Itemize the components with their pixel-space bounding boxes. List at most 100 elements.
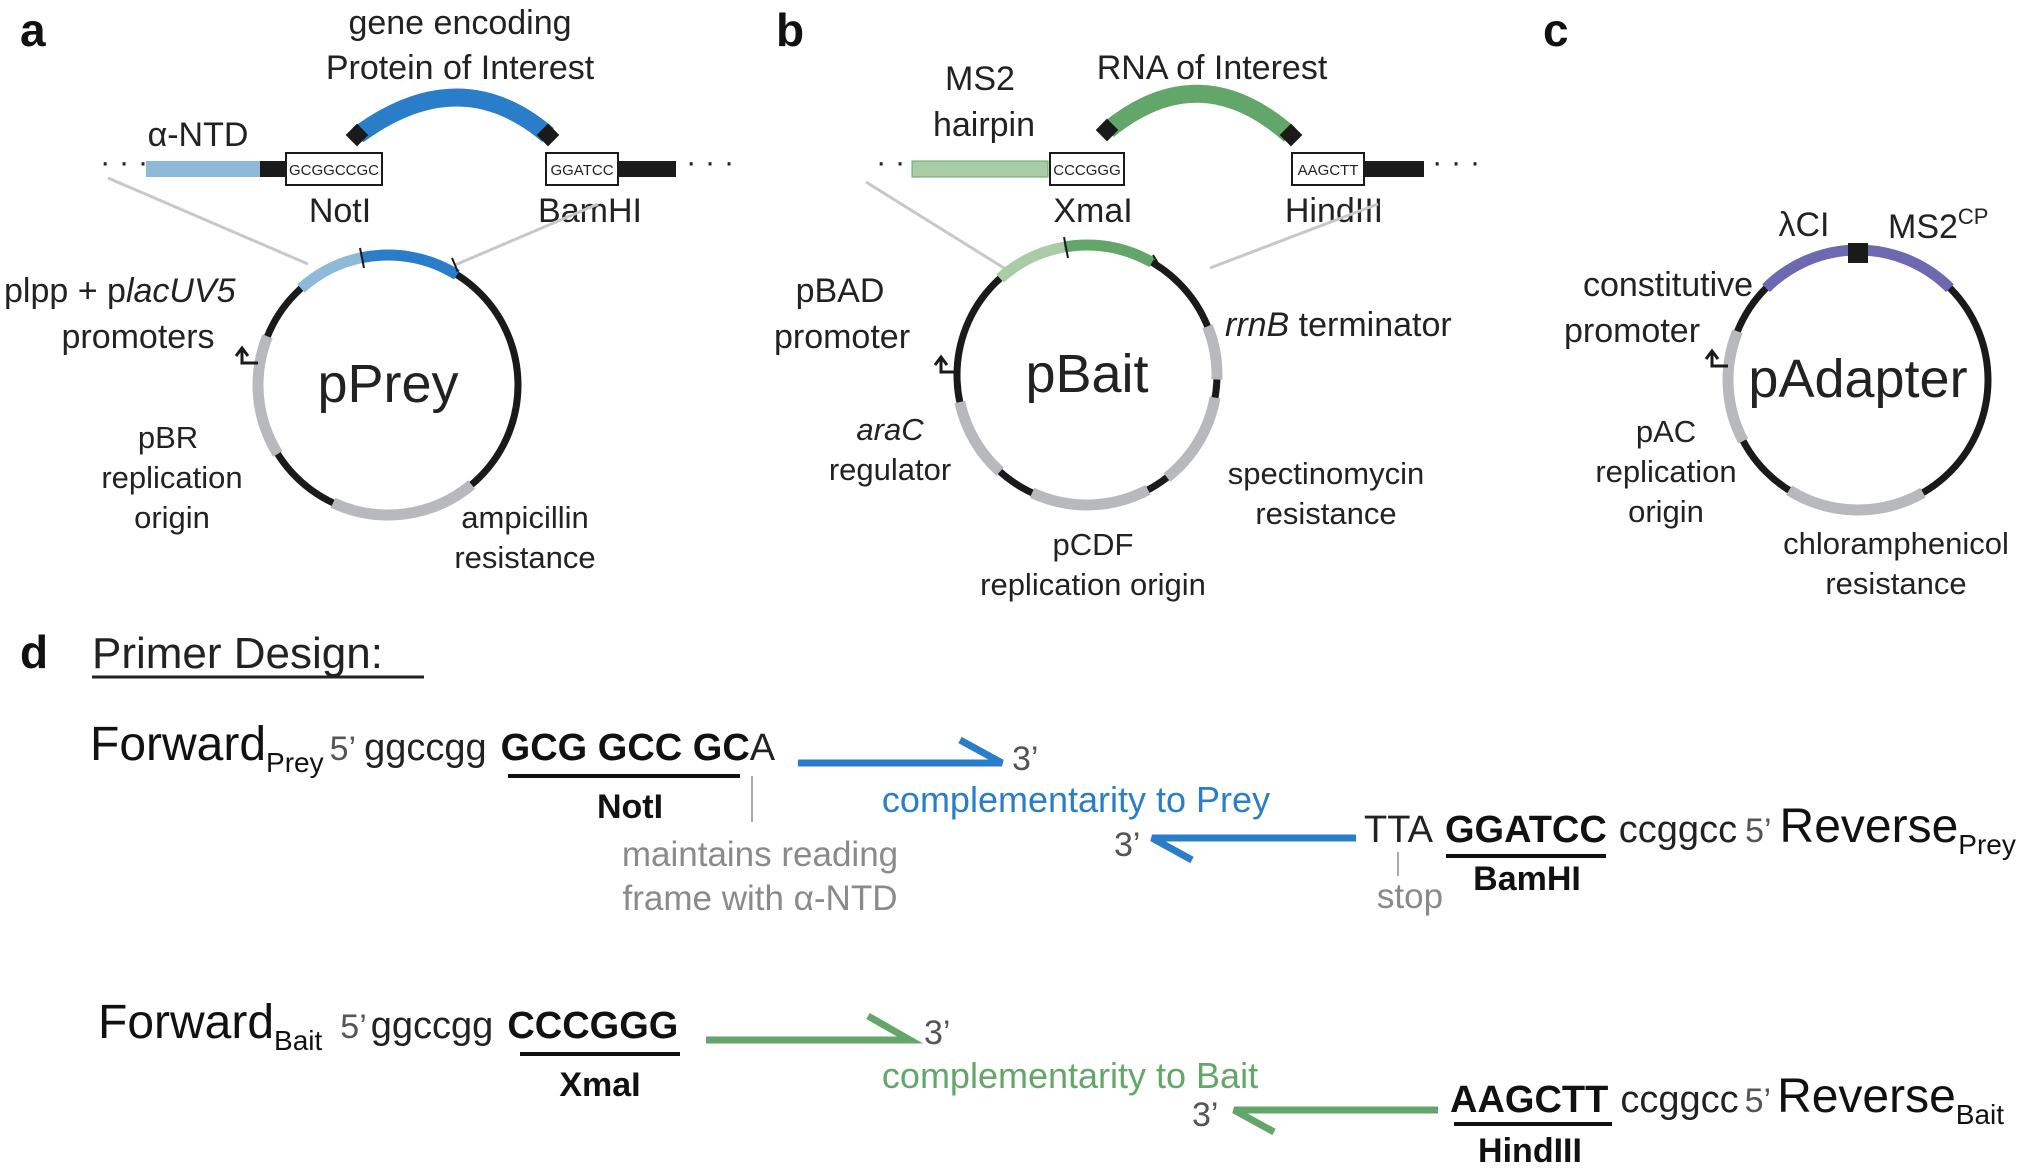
pAdapter-name: pAdapter	[1748, 349, 1967, 409]
ms2cp-sup: CP	[1958, 204, 1989, 229]
pBait-spec-line1: spectinomycin	[1228, 456, 1424, 491]
fwd-prey-name: Forward	[90, 718, 266, 771]
fwd-prey-extra: A	[750, 727, 776, 769]
fwd-prey-enzyme: NotI	[597, 788, 663, 826]
pAdapter-promoter-line1: constitutive	[1583, 266, 1753, 304]
pPrey-alpha-ntd-arc	[297, 252, 363, 293]
rev-bait-arrow	[1232, 1106, 1438, 1136]
alpha-ntd-label: α-NTD	[148, 116, 249, 154]
fwd-bait-five: 5’	[340, 1008, 366, 1046]
rev-prey-seq: ccggcc	[1619, 809, 1737, 851]
bait-rna-arc	[1102, 84, 1296, 142]
zoom-line-right-b	[1209, 202, 1379, 270]
rev-bait-site: AAGCTT	[1450, 1079, 1608, 1121]
terminator-word: terminator	[1289, 306, 1452, 344]
rev-bait-seq: ccggcc	[1620, 1079, 1738, 1121]
pBait-regulator-line2: regulator	[829, 452, 951, 487]
hindIII-seq-box	[1291, 152, 1365, 186]
notI-seq-box	[285, 152, 383, 186]
pBait-arac-arc	[954, 400, 1004, 476]
pBait-hairpin-arc	[996, 241, 1066, 283]
pAdapter-junction	[1848, 243, 1868, 263]
notI-seq-text: GCGGCCGC	[289, 162, 379, 179]
pAdapter-ms2cp-arc	[1866, 244, 1954, 293]
fwd-prey-site: GCG GCC GC	[501, 727, 750, 769]
pBait-regulator-line1: araC	[856, 412, 924, 447]
panel-a: a gene encoding Protein of Interest α-NT…	[4, 4, 734, 575]
rev-prey-enzyme: BamHI	[1473, 860, 1581, 898]
pAdapter-origin-line3: origin	[1628, 494, 1704, 529]
pAdapter-origin-arc	[1722, 329, 1749, 444]
lambda-ci-label: λCI	[1779, 206, 1830, 244]
pPrey-promoter-line2: promoters	[61, 318, 214, 356]
alpha-ntd-segment	[146, 161, 260, 177]
pBait-tick-1	[1063, 236, 1069, 259]
fwd-bait-name: Forward	[98, 996, 274, 1049]
pBait-name: pBait	[1025, 344, 1148, 404]
rev-bait-five: 5’	[1745, 1082, 1771, 1120]
primer-design-heading: Primer Design:	[92, 629, 383, 678]
pAdapter-origin-line2: replication	[1595, 454, 1736, 489]
rev-bait-enzyme: HindIII	[1478, 1132, 1582, 1170]
ms2-hairpin-segment	[911, 160, 1049, 178]
pPrey-ampicillin-arc	[330, 480, 476, 521]
bamHI-seq-text: GGATCC	[550, 162, 613, 179]
fwd-prey-sub: Prey	[266, 747, 324, 778]
pBait-spectinomycin-arc	[1163, 396, 1221, 482]
pBait-origin-arc	[1029, 484, 1151, 511]
fwd-prey-five: 5’	[330, 730, 356, 768]
vector-segment-b	[1364, 161, 1424, 177]
rna-label: RNA of Interest	[1097, 49, 1328, 87]
pBait-terminator-arc	[1202, 324, 1223, 380]
pBait-origin-line2: replication origin	[980, 567, 1206, 602]
pBait-tick-2	[1152, 254, 1163, 271]
pBait-promoter-arrow	[933, 354, 957, 374]
pBait-promoter-line1: pBAD	[796, 272, 885, 310]
panel-b: b MS2 hairpin RNA of Interest · · · CCCG…	[774, 4, 1480, 602]
fwd-prey-three: 3’	[1012, 740, 1038, 778]
linker-segment-a	[260, 161, 286, 177]
pPrey-promoter-arrow	[234, 345, 258, 365]
pAdapter-origin-line1: pAC	[1636, 414, 1696, 449]
pBait-promoter-line2: promoter	[774, 318, 910, 356]
pAdapter-promoter-arrow	[1704, 348, 1728, 368]
panel-b-letter: b	[776, 4, 804, 56]
rev-prey-arrow	[1150, 834, 1356, 864]
hindIII-seq-text: AAGCTT	[1298, 162, 1359, 179]
rev-prey-stop: TTA	[1364, 809, 1434, 851]
pPrey-name: pPrey	[317, 354, 458, 414]
note-reading-line2: frame with α-NTD	[623, 879, 898, 918]
hairpin-line1: MS2	[945, 60, 1015, 98]
pBait-origin-line1: pCDF	[1053, 527, 1134, 562]
gene-label-line1: gene encoding	[348, 4, 571, 42]
gene-label-line2: Protein of Interest	[326, 49, 595, 87]
pPrey-resistance-line2: resistance	[454, 540, 595, 575]
hairpin-line2: hairpin	[933, 106, 1035, 144]
hindIII-label: HindIII	[1285, 192, 1383, 230]
pPrey-origin-line1: pBR	[138, 420, 198, 455]
fwd-bait-seq: ggccgg	[371, 1005, 494, 1047]
note-reading-line1: maintains reading	[622, 835, 898, 874]
rev-prey-name: Reverse	[1780, 800, 1959, 853]
rev-prey-three: 3’	[1114, 826, 1140, 864]
rev-bait-name: Reverse	[1777, 1070, 1956, 1123]
rev-prey-site: GGATCC	[1445, 809, 1607, 851]
pAdapter-resistance-line2: resistance	[1825, 566, 1966, 601]
rev-prey-stop-label: stop	[1377, 877, 1443, 916]
pBait-spec-line2: resistance	[1255, 496, 1396, 531]
pAdapter-promoter-line2: promoter	[1564, 312, 1700, 350]
pBait-rna-arc	[1063, 239, 1155, 268]
xmaI-label: XmaI	[1053, 192, 1132, 230]
promoter-prefix: plpp + p	[4, 272, 126, 310]
panel-d-letter: d	[20, 626, 48, 678]
fwd-bait-arrow	[706, 1012, 924, 1044]
fwd-bait-three: 3’	[924, 1014, 950, 1052]
dots-right-a: · · ·	[686, 144, 734, 179]
rev-prey-five: 5’	[1745, 812, 1771, 850]
zoom-line-right-a	[454, 202, 599, 267]
fwd-bait-enzyme: XmaI	[559, 1066, 640, 1104]
pAdapter-resistance-line1: chloramphenicol	[1783, 526, 2009, 561]
pPrey-gene-arc	[359, 249, 460, 280]
